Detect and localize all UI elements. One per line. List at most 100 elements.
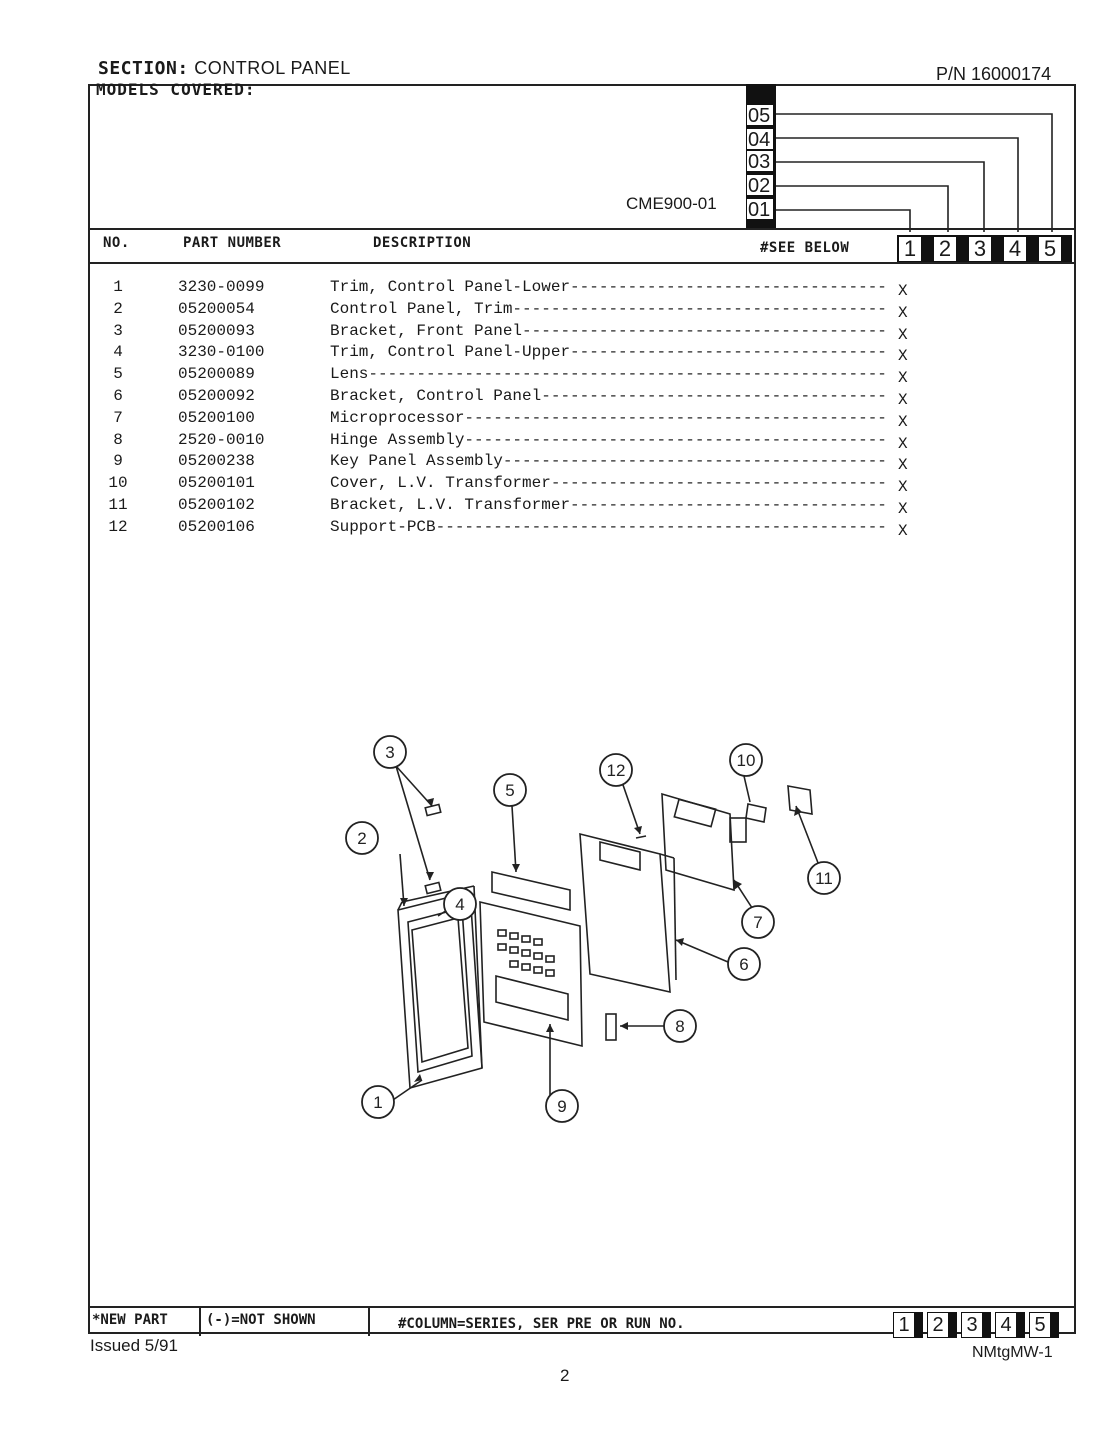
part-number: 05200106 bbox=[178, 518, 255, 536]
header-divider bbox=[88, 228, 1076, 230]
series-mark: X bbox=[898, 413, 908, 431]
part-description: Cover, L.V. Transformer bbox=[330, 474, 551, 492]
callout-4: 4 bbox=[443, 887, 477, 921]
part-number: 05200238 bbox=[178, 452, 255, 470]
callout-circle bbox=[807, 861, 841, 895]
parts-list-frame bbox=[88, 84, 1076, 1334]
callout-circle bbox=[493, 773, 527, 807]
footer-series-col-5: 5 bbox=[1029, 1312, 1051, 1338]
part-description: Hinge Assembly bbox=[330, 431, 465, 449]
section-value: CONTROL PANEL bbox=[194, 58, 351, 78]
transformer-cover-part bbox=[745, 803, 767, 823]
part-description-cell: Bracket, L.V. Transformer bbox=[330, 496, 885, 514]
callout-6: 6 bbox=[727, 947, 761, 981]
callout-9: 9 bbox=[545, 1089, 579, 1123]
section-title: SECTION: CONTROL PANEL bbox=[98, 58, 351, 79]
bracket-part bbox=[424, 803, 442, 817]
part-description-cell: Control Panel, Trim bbox=[330, 300, 885, 318]
series-col-1: 1 bbox=[897, 235, 923, 263]
series-mark: X bbox=[898, 435, 908, 453]
series-code-04: 04 bbox=[746, 128, 774, 151]
series-mark: X bbox=[898, 282, 908, 300]
callout-label: 6 bbox=[739, 955, 748, 974]
callout-circle bbox=[373, 735, 407, 769]
callout-circle bbox=[741, 905, 775, 939]
key-panel-part bbox=[479, 900, 583, 1048]
series-code-02: 02 bbox=[746, 174, 774, 197]
support-pcb-part bbox=[635, 835, 647, 839]
part-item-number: 2 bbox=[113, 300, 123, 318]
part-number: 3230-0100 bbox=[178, 343, 265, 361]
callout-label: 9 bbox=[557, 1097, 566, 1116]
part-description-cell: Trim, Control Panel-Lower bbox=[330, 278, 885, 296]
col-header-part-number: PART NUMBER bbox=[183, 235, 282, 251]
callout-7: 7 bbox=[741, 905, 775, 939]
model-name: CME900-01 bbox=[626, 194, 717, 213]
part-item-number: 9 bbox=[113, 452, 123, 470]
part-number: 2520-0010 bbox=[178, 431, 265, 449]
issued-date: Issued 5/91 bbox=[90, 1336, 178, 1355]
part-description: Bracket, Front Panel bbox=[330, 322, 523, 340]
part-description-cell: Support-PCB bbox=[330, 518, 885, 536]
part-description-cell: Bracket, Control Panel bbox=[330, 387, 885, 405]
series-mark: X bbox=[898, 347, 908, 365]
footer-series-separator bbox=[915, 1312, 923, 1338]
callout-12: 12 bbox=[599, 753, 633, 787]
part-number: 05200093 bbox=[178, 322, 255, 340]
column-series-note: #COLUMN=SERIES, SER PRE OR RUN NO. bbox=[398, 1316, 685, 1332]
callout-label: 10 bbox=[737, 751, 756, 770]
part-description: Key Panel Assembly bbox=[330, 452, 503, 470]
series-col-3: 3 bbox=[967, 235, 993, 263]
part-item-number: 1 bbox=[113, 278, 123, 296]
callout-circle bbox=[443, 887, 477, 921]
col-header-description: DESCRIPTION bbox=[373, 235, 472, 251]
series-col-separator bbox=[993, 235, 1002, 263]
callout-label: 3 bbox=[385, 743, 394, 762]
series-col-separator bbox=[923, 235, 932, 263]
footer-series-separator bbox=[1051, 1312, 1059, 1338]
series-col-separator bbox=[958, 235, 967, 263]
callout-label: 12 bbox=[607, 761, 626, 780]
series-mark: X bbox=[898, 478, 908, 496]
footer-series-col-2: 2 bbox=[927, 1312, 949, 1338]
footer-series-col-1: 1 bbox=[893, 1312, 915, 1338]
part-item-number: 4 bbox=[113, 343, 123, 361]
part-description: Bracket, L.V. Transformer bbox=[330, 496, 571, 514]
part-item-number: 5 bbox=[113, 365, 123, 383]
series-mark: X bbox=[898, 456, 908, 474]
series-col-5: 5 bbox=[1037, 235, 1063, 263]
part-number-header: P/N 16000174 bbox=[936, 64, 1052, 84]
section-label: SECTION: bbox=[98, 58, 189, 79]
part-description-cell: Lens bbox=[330, 365, 885, 383]
series-col-2: 2 bbox=[932, 235, 958, 263]
callout-5: 5 bbox=[493, 773, 527, 807]
series-col-separator bbox=[1028, 235, 1037, 263]
part-item-number: 7 bbox=[113, 409, 123, 427]
callout-2: 2 bbox=[345, 821, 379, 855]
footer-series-col-3: 3 bbox=[961, 1312, 983, 1338]
part-item-number: 12 bbox=[108, 518, 128, 536]
series-code-03: 03 bbox=[746, 150, 774, 173]
part-number: 05200100 bbox=[178, 409, 255, 427]
col-header-no: NO. bbox=[103, 235, 130, 251]
footer-divider bbox=[368, 1306, 370, 1336]
part-description-cell: Hinge Assembly bbox=[330, 431, 885, 449]
page-number: 2 bbox=[560, 1366, 570, 1385]
series-col-4: 4 bbox=[1002, 235, 1028, 263]
callout-label: 7 bbox=[753, 913, 762, 932]
callout-11: 11 bbox=[807, 861, 841, 895]
lens-part bbox=[491, 870, 571, 912]
not-shown-note: (-)=NOT SHOWN bbox=[206, 1312, 316, 1328]
part-number: 05200092 bbox=[178, 387, 255, 405]
part-item-number: 3 bbox=[113, 322, 123, 340]
series-mark: X bbox=[898, 391, 908, 409]
